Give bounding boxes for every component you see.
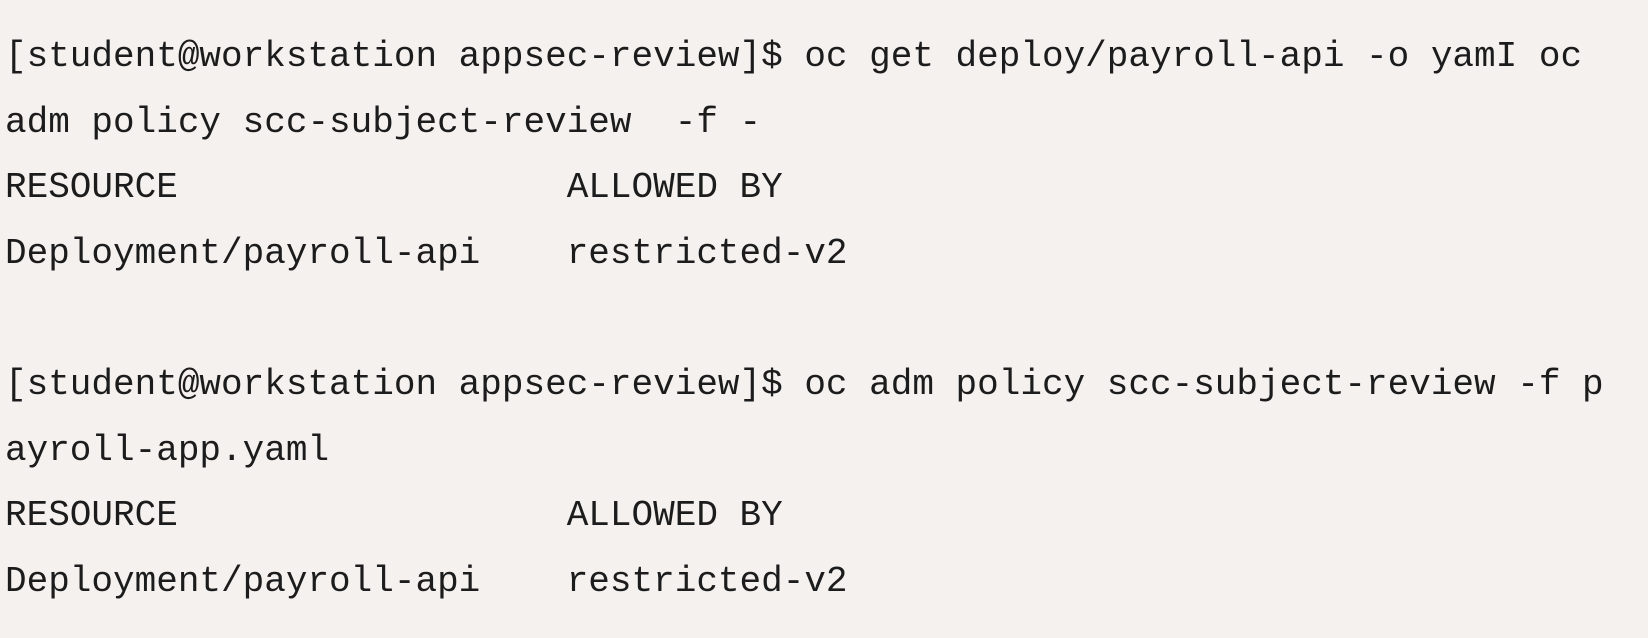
terminal-line-table-header-2: RESOURCE ALLOWED BY	[5, 495, 783, 537]
terminal-line-table-row-2: Deployment/payroll-api restricted-v2	[5, 560, 848, 602]
terminal-line-table-row-1: Deployment/payroll-api restricted-v2	[5, 232, 848, 274]
terminal-line-blank	[5, 286, 1648, 352]
terminal-line-table-header-1: RESOURCE ALLOWED BY	[5, 167, 783, 209]
terminal-line-command-1b: adm policy scc-subject-review -f -	[5, 101, 762, 143]
terminal-line-command-2b: ayroll-app.yaml	[5, 429, 330, 471]
terminal-line-command-2a: [student@workstation appsec-review]$ oc …	[5, 363, 1604, 405]
terminal-line-command-1a: [student@workstation appsec-review]$ oc …	[5, 36, 1583, 77]
